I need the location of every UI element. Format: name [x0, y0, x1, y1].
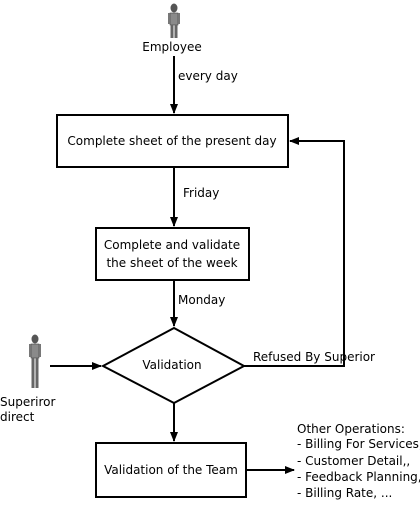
superior-label-line2: direct [0, 410, 35, 424]
superior-person-icon [29, 334, 41, 388]
daily-sheet-box [56, 114, 289, 168]
other-operations-title: Other Operations: [297, 422, 405, 436]
edge-label-friday: Friday [183, 186, 219, 200]
other-operation-item: - Customer Detail,, [297, 454, 410, 468]
superior-label-line1: Superiror [0, 395, 56, 409]
edge-label-refused-by-superior: Refused By Superior [253, 350, 375, 364]
weekly-sheet-label-line2: the sheet of the week [106, 256, 237, 270]
edge-label-every-day: every day [178, 69, 238, 83]
team-validation-box [95, 442, 247, 498]
other-operations-list: Other Operations: - Billing For Services… [297, 422, 420, 500]
weekly-sheet-box [95, 227, 250, 281]
edge-label-monday: Monday [178, 293, 225, 307]
daily-sheet-label: Complete sheet of the present day [67, 134, 276, 148]
other-operation-item: - Billing For Services, [297, 437, 420, 451]
arrow-refused-loop [244, 137, 345, 367]
validation-label: Validation [142, 358, 201, 372]
other-operation-item: - Billing Rate, ... [297, 486, 392, 500]
employee-person-icon [168, 3, 180, 38]
weekly-sheet-label-line1: Complete and validate [104, 238, 240, 252]
employee-label: Employee [142, 40, 201, 54]
team-validation-label: Validation of the Team [104, 463, 238, 477]
other-operation-item: - Feedback Planning, [297, 470, 420, 484]
